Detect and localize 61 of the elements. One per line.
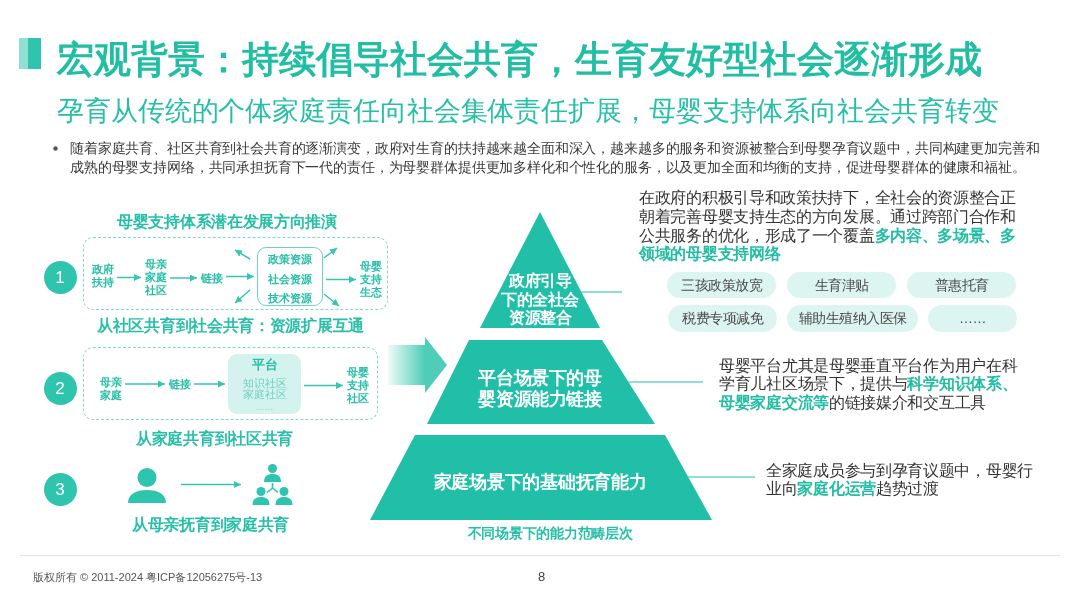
description-text: 在政府的积极引导和政策扶持下，全社会的资源整合正朝着完善母婴支持生态的方向发展。通过跨部门合作和公共服务的优化，形成了一个覆盖多内容、多场景、多领域的母婴支持网络 bbox=[639, 189, 1017, 265]
description-text: 全家庭成员参与到孕育议题中，母婴行业向家庭化运营趋势过渡 bbox=[766, 462, 1038, 499]
resource-label: 政策资源 bbox=[268, 252, 312, 266]
leader-line bbox=[580, 291, 623, 293]
policy-tag: 普惠托育 bbox=[907, 272, 1016, 298]
step-label: 母亲家庭 bbox=[99, 376, 122, 402]
section-caption: 从母亲抚育到家庭共育 bbox=[132, 516, 289, 534]
step-number: 2 bbox=[43, 371, 77, 405]
frame-caption: 从社区共育到社会共育：资源扩展互通 bbox=[97, 317, 364, 335]
resource-label: 技术资源 bbox=[268, 291, 312, 305]
platform-item: …… bbox=[255, 402, 274, 412]
arrow bbox=[325, 276, 357, 283]
bullet-text: 随着家庭共育、社区共育到社会共育的逐渐演变，政府对生育的扶持越来越全面和深入，越来越多的服务和资源被整合到母婴孕育议题中，共同构建更加完善和成熟的母婴支持网络，共同承担抚育下一代的责任，为母婴群体提供更加多样化和个性化的服务，以及更加全面和均衡的支持，促进母婴群体的健康和福祉。 bbox=[70, 139, 1041, 177]
platform-item: 家庭社区 bbox=[242, 388, 287, 401]
block-arrow bbox=[388, 337, 447, 393]
resource-label: 社会资源 bbox=[268, 272, 312, 286]
arrow bbox=[124, 380, 166, 388]
policy-tag: 生育津贴 bbox=[787, 272, 896, 298]
arrow bbox=[323, 293, 340, 307]
copyright-text: 版权所有 © 2011-2024 粤ICP备12056275号-13 bbox=[33, 571, 263, 584]
platform-item: 知识社区 bbox=[242, 376, 287, 389]
step-number: 1 bbox=[43, 260, 77, 294]
section-heading: 母婴支持体系潜在发展方向推演 bbox=[117, 213, 337, 231]
tier-label: 平台场景下的母婴资源能力链接 bbox=[477, 367, 603, 410]
policy-tag: 辅助生殖纳入医保 bbox=[787, 305, 918, 332]
tier-label: 政府引导下的全社会资源整合 bbox=[500, 272, 580, 328]
team-icon bbox=[252, 464, 293, 505]
frame-caption: 从家庭共育到社区共育 bbox=[136, 430, 293, 448]
person-icon bbox=[128, 468, 166, 503]
platform-box bbox=[228, 354, 301, 414]
subtitle: 孕育从传统的个体家庭责任向社会集体责任扩展，母婴支持体系向社会共育转变 bbox=[57, 95, 999, 127]
arrow bbox=[234, 289, 251, 304]
leader-line bbox=[687, 476, 756, 478]
policy-tag: 税费专项减免 bbox=[668, 305, 777, 332]
policy-tag: …… bbox=[928, 305, 1017, 332]
policy-tag: 三孩政策放宽 bbox=[667, 272, 776, 298]
arrow bbox=[116, 274, 142, 281]
step-label: 链接 bbox=[168, 377, 191, 391]
step-label: 政府扶持 bbox=[91, 263, 114, 289]
pyramid-tier bbox=[370, 435, 712, 520]
step-label: 母婴支持社区 bbox=[346, 366, 369, 405]
arrow bbox=[225, 273, 255, 280]
arrow bbox=[193, 380, 226, 388]
step-label: 母亲家庭社区 bbox=[144, 258, 167, 297]
arrow bbox=[323, 247, 338, 259]
arrow bbox=[180, 481, 242, 488]
platform-title: 平台 bbox=[251, 356, 278, 372]
step-label: 链接 bbox=[200, 271, 223, 285]
arrow bbox=[234, 249, 251, 260]
description-text: 母婴平台尤其是母婴垂直平台作为用户在科学育儿社区场景下，提供与科学知识体系、母婴家庭交流等的链接媒介和交互工具 bbox=[719, 357, 1022, 413]
leader-line bbox=[627, 381, 704, 383]
pyramid-tier bbox=[427, 340, 655, 424]
title-text: 宏观背景：持续倡导社会共育，生育友好型社会逐渐形成 bbox=[57, 38, 982, 82]
step-label: 母婴支持生态 bbox=[359, 260, 382, 299]
tier-label: 家庭场景下的基础抚育能力 bbox=[433, 471, 647, 493]
step-number: 3 bbox=[43, 472, 77, 506]
page-number: 8 bbox=[538, 569, 546, 584]
pyramid-tier bbox=[480, 212, 600, 328]
arrow bbox=[169, 274, 198, 282]
resource-box bbox=[257, 247, 323, 306]
arrow bbox=[303, 382, 344, 389]
